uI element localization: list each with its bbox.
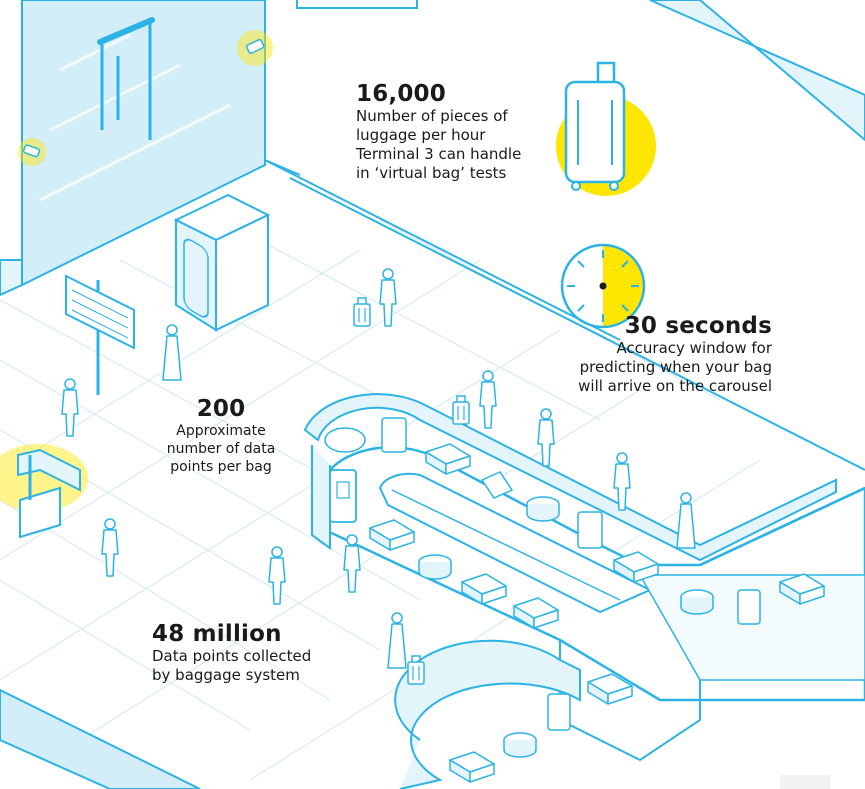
- stat-data-points-per-bag: 200 Approximate number of data points pe…: [100, 396, 342, 476]
- stat-value: 30 seconds: [624, 313, 772, 339]
- stat-description-line: predicting when your bag: [579, 358, 772, 376]
- stat-value: 48 million: [152, 621, 282, 647]
- stat-description-line: will arrive on the carousel: [578, 377, 772, 395]
- stat-description-line: luggage per hour: [356, 126, 486, 144]
- stat-value: 200: [196, 396, 246, 422]
- stat-value: 16,000: [356, 81, 446, 107]
- signboard: [65, 274, 135, 395]
- stat-total-data-points: 48 million Data points collected by bagg…: [152, 621, 311, 685]
- security-camera-icon: [18, 30, 273, 166]
- foreground-rails: [0, 486, 865, 789]
- stat-description-line: Approximate: [176, 423, 266, 439]
- stat-description-line: by baggage system: [152, 666, 300, 684]
- stat-description-line: in ‘virtual bag’ tests: [356, 164, 507, 182]
- stopwatch-icon: [560, 243, 646, 329]
- stat-luggage-per-hour: 16,000 Number of pieces of luggage per h…: [356, 81, 521, 183]
- stat-description-line: Terminal 3 can handle: [356, 145, 522, 163]
- terminal-walls: [0, 0, 865, 471]
- stat-description-line: number of data: [166, 441, 276, 457]
- stat-description-line: points per bag: [170, 459, 272, 475]
- stat-description-line: Number of pieces of: [356, 107, 508, 125]
- stat-description-line: Data points collected: [152, 647, 312, 665]
- suitcase-icon: [556, 61, 656, 196]
- security-gates: [0, 444, 88, 539]
- bags-on-carousel: [324, 417, 825, 783]
- stat-description-line: Accuracy window for: [616, 339, 772, 357]
- check-in-kiosk: [173, 193, 271, 332]
- stat-accuracy-window: 30 seconds Accuracy window for predictin…: [0, 313, 772, 396]
